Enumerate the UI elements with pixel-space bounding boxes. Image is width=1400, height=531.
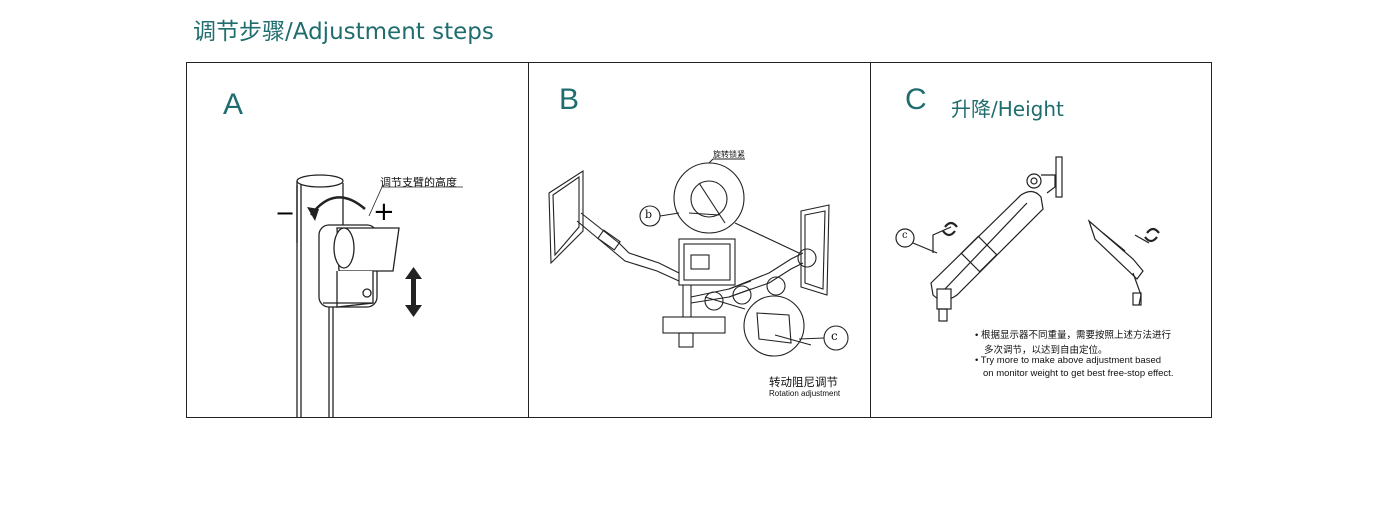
panel-b: B — [529, 63, 871, 417]
adjustment-steps-panels: A — [186, 62, 1212, 418]
panel-a-letter: A — [223, 88, 244, 121]
rotation-lock-callout: 旋转锁紧 — [713, 150, 745, 159]
triple-monitor-arm-illustration — [548, 158, 849, 357]
note-cn-line-1: • 根据显示器不同重量，需要按照上述方法进行 — [975, 330, 1171, 341]
rotation-damping-caption-en: Rotation adjustment — [769, 389, 841, 398]
panel-c-letter: C — [905, 83, 927, 116]
marker-c: c — [831, 329, 838, 343]
marker-c-tool: c — [902, 230, 908, 241]
plus-sign: + — [373, 197, 395, 227]
note-en-line-1: • Try more to make above adjustment base… — [975, 355, 1162, 366]
note-en-line-2: on monitor weight to get best free-stop … — [983, 368, 1174, 379]
rotation-damping-caption-cn: 转动阻尼调节 — [769, 375, 838, 389]
panel-c-subtitle: 升降/Height — [951, 97, 1064, 121]
panel-b-letter: B — [559, 83, 580, 116]
gas-spring-arm-illustration — [895, 156, 1160, 322]
note-cn-line-2: 多次调节，以达到自由定位。 — [984, 345, 1108, 356]
pole-clamp-illustration — [296, 174, 463, 417]
page-title: 调节步骤/Adjustment steps — [193, 19, 494, 45]
height-adjust-callout: 调节支臂的高度 — [380, 176, 457, 189]
panel-c: C 升降/Height — [871, 63, 1211, 417]
panel-a: A — [187, 63, 529, 417]
marker-b: b — [645, 208, 653, 221]
minus-sign: − — [275, 199, 296, 227]
